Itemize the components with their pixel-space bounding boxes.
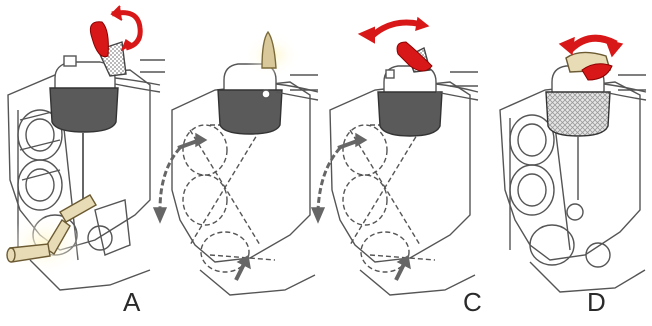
belt-drive — [183, 125, 275, 272]
panel-label-a: A — [123, 288, 140, 316]
panel-b — [154, 32, 318, 295]
panel-c — [312, 18, 478, 295]
panel-label-d: D — [587, 288, 606, 316]
belt-arrow-icon — [154, 134, 250, 280]
filter-canister — [50, 56, 160, 200]
panel-d — [500, 38, 646, 292]
belt-drive — [343, 125, 435, 272]
belt-drive — [510, 115, 610, 267]
hand-icon — [244, 32, 300, 77]
panel-a — [5, 6, 165, 290]
belt-arrow-icon — [312, 134, 410, 280]
panel-label-c: C — [463, 288, 482, 316]
rotate-arrow-icon — [360, 18, 432, 71]
filter-canister — [378, 66, 478, 136]
